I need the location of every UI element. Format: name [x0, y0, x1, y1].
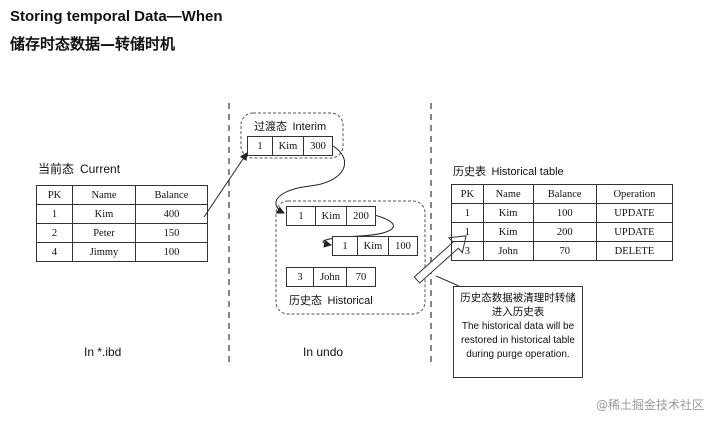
interim-label-en: Interim: [292, 121, 327, 133]
slide-subtitle: 储存时态数据—转储时机: [10, 35, 176, 53]
table-row: 1 Kim 200 UPDATE: [451, 222, 674, 242]
historical-label-cn: 历史态: [289, 295, 322, 307]
record-field: 1: [248, 137, 273, 155]
cell: Peter: [72, 223, 136, 243]
interim-group-border: [240, 112, 344, 159]
interim-label-cn: 过渡态: [254, 121, 287, 133]
cell: 1: [451, 222, 484, 242]
cell: 70: [532, 241, 597, 261]
column-header: Balance: [134, 185, 209, 205]
cell: 100: [134, 242, 209, 262]
note-cn-line: 历史态数据被清理时转储: [460, 293, 576, 304]
cell: Jimmy: [72, 242, 136, 262]
undo-record: 1 Kim 200: [286, 206, 376, 226]
record-field: 1: [287, 207, 316, 225]
table-row: 1 Kim 400: [35, 204, 209, 224]
cell: 200: [532, 222, 597, 242]
interim-label: 过渡态 Interim: [254, 118, 326, 134]
cell: Kim: [72, 204, 136, 224]
historical-label-en: Historical: [327, 295, 373, 307]
connector-undo-chain: [322, 213, 394, 248]
cell: DELETE: [595, 241, 674, 261]
column-header: Name: [72, 185, 136, 205]
undo-record: 3 John 70: [286, 267, 376, 287]
current-label: 当前态 Current: [38, 160, 120, 177]
slide-title: Storing temporal Data—When: [10, 8, 223, 25]
historical-group-border: [275, 200, 426, 315]
table-header-row: PK Name Balance: [35, 185, 209, 205]
current-table: PK Name Balance 1 Kim 400 2 Peter 150 4 …: [35, 185, 209, 262]
current-label-en: Current: [80, 162, 121, 176]
cell: 1: [35, 204, 74, 224]
note-pointer: [435, 275, 460, 287]
record-field: John: [314, 268, 347, 286]
current-caption: In *.ibd: [84, 345, 122, 359]
cell: Kim: [482, 203, 534, 223]
record-field: 70: [355, 271, 367, 283]
record-field: 300: [310, 140, 326, 152]
note-cn-line: 进入历史表: [491, 307, 545, 318]
note-en-line: restored in historical table: [461, 335, 575, 346]
connector-interim-to-undo: [275, 145, 345, 214]
table-header-row: PK Name Balance Operation: [451, 184, 674, 204]
arrow-current-to-interim: [203, 152, 248, 218]
cell: 150: [134, 223, 209, 243]
table-row: 3 John 70 DELETE: [451, 241, 674, 261]
historical-table-label-cn: 历史表: [453, 166, 486, 178]
historical-table-label: 历史表 Historical table: [453, 163, 564, 179]
historical-group-label: 历史态 Historical: [289, 292, 373, 308]
current-label-cn: 当前态: [38, 162, 75, 176]
column-header: PK: [451, 184, 484, 204]
cell: 1: [451, 203, 484, 223]
record-field: Kim: [358, 237, 389, 255]
watermark: @稀土掘金技术社区: [595, 398, 704, 412]
column-header: PK: [35, 185, 74, 205]
cell: 2: [35, 223, 74, 243]
column-header: Operation: [595, 184, 674, 204]
cell: 400: [134, 204, 209, 224]
cell: Kim: [482, 222, 534, 242]
cell: 100: [532, 203, 597, 223]
table-row: 4 Jimmy 100: [35, 242, 209, 262]
cell: UPDATE: [595, 222, 674, 242]
note-en-line: during purge operation.: [466, 349, 570, 360]
table-row: 1 Kim 100 UPDATE: [451, 203, 674, 223]
record-field: Kim: [273, 137, 304, 155]
interim-record: 1 Kim 300: [247, 136, 333, 156]
cell: John: [482, 241, 534, 261]
historical-table-label-en: Historical table: [491, 166, 564, 178]
purge-note: 历史态数据被清理时转储 进入历史表 The historical data wi…: [453, 286, 583, 378]
record-field: Kim: [316, 207, 347, 225]
cell: UPDATE: [595, 203, 674, 223]
column-header: Balance: [532, 184, 597, 204]
note-en-line: The historical data will be: [461, 321, 575, 332]
table-row: 2 Peter 150: [35, 223, 209, 243]
record-field: 3: [287, 268, 314, 286]
record-field: 100: [395, 240, 411, 252]
record-field: 200: [353, 210, 369, 222]
cell: 4: [35, 242, 74, 262]
historical-table: PK Name Balance Operation 1 Kim 100 UPDA…: [451, 184, 674, 261]
cell: 3: [451, 241, 484, 261]
undo-caption: In undo: [303, 345, 344, 359]
record-field: 1: [333, 237, 358, 255]
undo-record: 1 Kim 100: [332, 236, 418, 256]
column-header: Name: [482, 184, 534, 204]
